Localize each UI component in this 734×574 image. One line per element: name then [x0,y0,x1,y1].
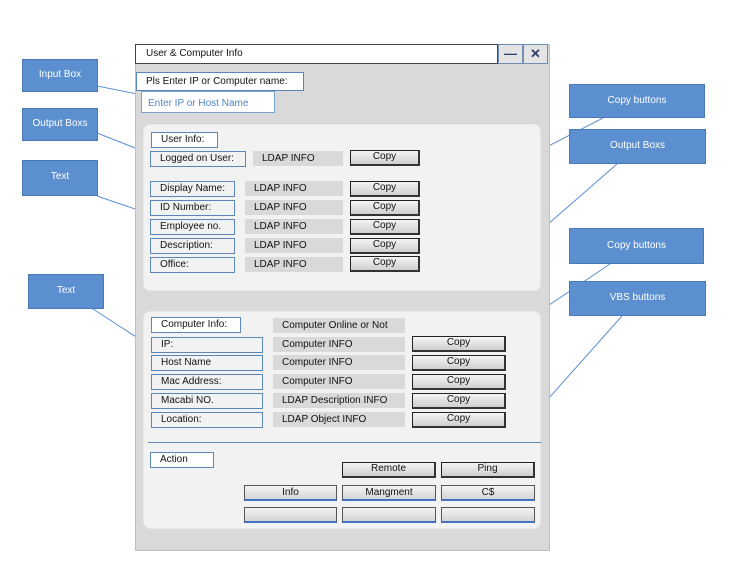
label-macabi-no: Macabi NO. [151,393,263,409]
blank-button-1[interactable] [244,507,337,523]
output-host-name: Computer INFO [273,355,405,370]
callout-copy-buttons-2: Copy buttons [569,228,704,264]
remote-button[interactable]: Remote [342,462,436,478]
callout-input-box: Input Box [22,59,98,92]
output-online-status: Computer Online or Not [273,318,405,333]
callout-text-1: Text [22,160,98,196]
blank-button-2[interactable] [342,507,436,523]
copy-button-mac-address[interactable]: Copy [412,374,506,390]
label-host-name: Host Name [151,355,263,371]
output-location: LDAP Object INFO [273,412,405,427]
label-description: Description: [150,238,235,254]
label-location: Location: [151,412,263,428]
output-macabi-no: LDAP Description INFO [273,393,405,408]
copy-button-ip[interactable]: Copy [412,336,506,352]
cs-button[interactable]: C$ [441,485,535,501]
copy-button-macabi-no[interactable]: Copy [412,393,506,409]
label-id-number: ID Number: [150,200,235,216]
minimize-button[interactable]: — [498,44,523,64]
callout-output-boxs-right: Output Boxs [569,129,706,164]
copy-button-display-name[interactable]: Copy [350,181,420,197]
output-ip: Computer INFO [273,337,405,352]
output-display-name: LDAP INFO [245,181,343,196]
label-logged-on-user: Logged on User: [150,151,246,167]
label-ip: IP: [151,337,263,353]
copy-button-id-number[interactable]: Copy [350,200,420,216]
output-office: LDAP INFO [245,257,343,272]
output-id-number: LDAP INFO [245,200,343,215]
mangment-button[interactable]: Mangment [342,485,436,501]
prompt-label: Pls Enter IP or Computer name: [136,72,304,91]
output-mac-address: Computer INFO [273,374,405,389]
ping-button[interactable]: Ping [441,462,535,478]
section-divider [148,442,541,443]
copy-button-location[interactable]: Copy [412,412,506,428]
window-title: User & Computer Info [135,44,498,64]
action-title: Action [150,452,214,468]
copy-button-host-name[interactable]: Copy [412,355,506,371]
blank-button-3[interactable] [441,507,535,523]
label-office: Office: [150,257,235,273]
label-mac-address: Mac Address: [151,374,263,390]
copy-button-description[interactable]: Copy [350,238,420,254]
user-info-title: User Info: [151,132,218,148]
label-employee-no: Employee no. [150,219,235,235]
callout-output-boxs-left: Output Boxs [22,108,98,141]
copy-button-office[interactable]: Copy [350,256,420,272]
copy-button-employee-no[interactable]: Copy [350,219,420,235]
computer-info-title: Computer Info: [151,317,241,333]
copy-button-logged-on-user[interactable]: Copy [350,150,420,166]
callout-copy-buttons-1: Copy buttons [569,84,705,118]
ip-host-input[interactable]: Enter IP or Host Name [141,91,275,113]
output-employee-no: LDAP INFO [245,219,343,234]
close-button[interactable]: ✕ [523,44,548,64]
label-display-name: Display Name: [150,181,235,197]
info-button[interactable]: Info [244,485,337,501]
output-description: LDAP INFO [245,238,343,253]
callout-vbs-buttons: VBS buttons [569,281,706,316]
output-logged-on-user: LDAP INFO [253,151,343,166]
callout-text-2: Text [28,274,104,309]
